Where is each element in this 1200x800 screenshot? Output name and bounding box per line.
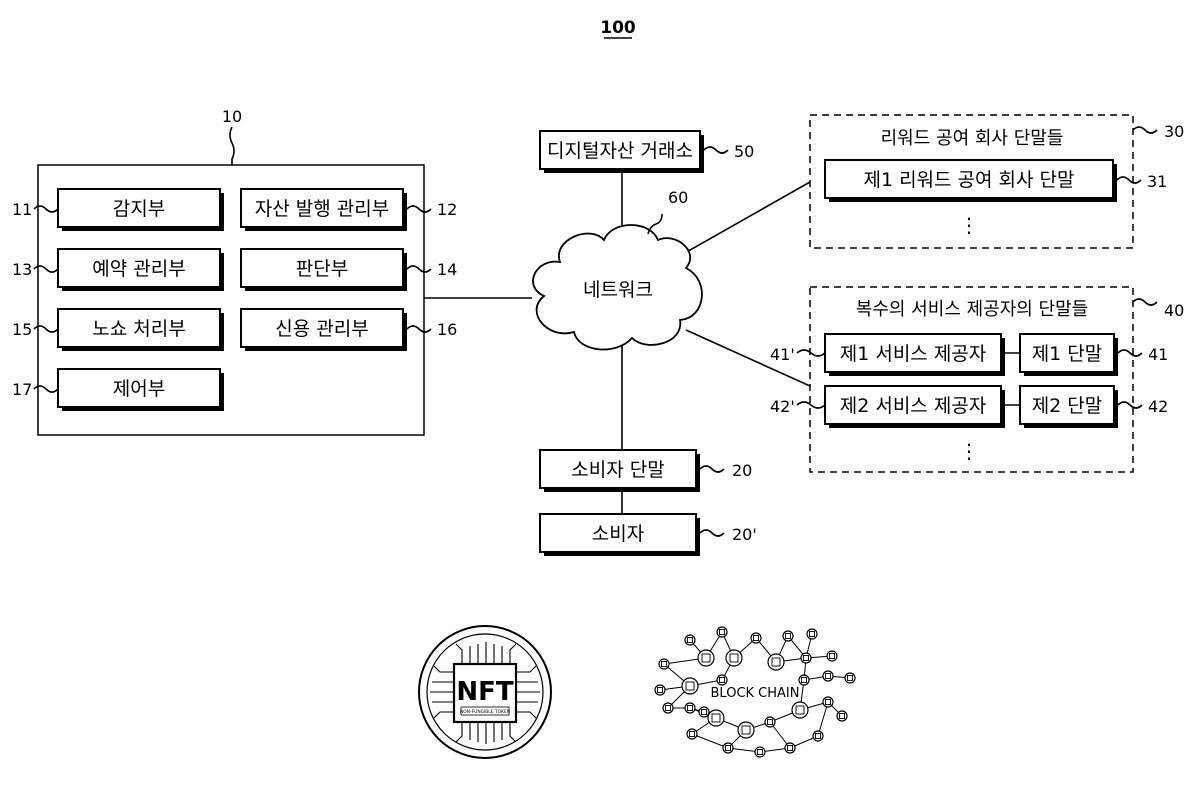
blockchain-node-icon [699,707,709,717]
exchange-block: 디지털자산 거래소 50 [540,131,754,173]
blockchain-node-icon [659,659,669,669]
exchange-label: 디지털자산 거래소 [547,140,693,162]
module-ref: 14 [437,260,457,279]
blockchain-node-icon [698,650,714,666]
module-ref: 15 [12,320,32,339]
reward-terminal-label: 제1 리워드 공여 회사 단말 [863,169,1074,191]
consumer-terminal-block: 소비자 단말 20 [540,450,752,492]
consumer-ref: 20' [732,525,757,544]
consumer-terminal-label: 소비자 단말 [571,459,664,481]
module-noshow: 노쇼 처리부 [58,309,224,351]
blockchain-node-icon [685,635,695,645]
provider-1-ref: 41' [770,345,795,364]
consumer-label: 소비자 [592,523,644,545]
provider-group: 복수의 서비스 제공자의 단말들 40 제1 서비스 제공자 제1 단말 41'… [770,287,1184,472]
blockchain-node-icon [783,631,793,641]
blockchain-node-icon [827,651,837,661]
reward-terminal-ref: 31 [1147,172,1167,191]
module-label: 제어부 [113,378,165,400]
module-ref: 16 [437,320,457,339]
system-ref-leader [230,127,234,165]
terminal-1-label: 제1 단말 [1032,343,1103,365]
blockchain-node-icon [685,703,695,713]
module-asset-issuance: 자산 발행 관리부 [241,189,407,231]
blockchain-node-icon [801,653,811,663]
blockchain-node-icon [785,743,795,753]
blockchain-node-icon [663,703,673,713]
module-label: 신용 관리부 [275,318,368,340]
module-judgment: 판단부 [241,249,407,291]
provider-1-label: 제1 서비스 제공자 [840,343,987,365]
blockchain-node-icon [823,697,833,707]
blockchain-node-icon [799,675,809,685]
nft-small-text: NON-FUNGIBLE TOKEN [460,709,510,715]
module-reservation: 예약 관리부 [58,249,224,291]
network-label: 네트워크 [583,279,653,301]
module-label: 예약 관리부 [92,258,185,280]
blockchain-node-icon [655,685,665,695]
module-sensing: 감지부 [58,189,224,231]
blockchain-node-icon [837,711,847,721]
module-ref: 13 [12,260,32,279]
blockchain-graphic: BLOCK CHAIN [655,627,855,757]
module-label: 감지부 [113,198,165,220]
terminal-1-ref: 41 [1148,345,1168,364]
system-ref: 10 [222,107,242,126]
blockchain-node-icon [726,650,742,666]
nft-badge: NFT NON-FUNGIBLE TOKEN [419,626,551,758]
reward-group-title: 리워드 공여 회사 단말들 [881,128,1064,149]
blockchain-node-icon [823,671,833,681]
module-ref: 17 [12,380,32,399]
provider-group-title: 복수의 서비스 제공자의 단말들 [856,299,1088,320]
module-ref: 11 [12,200,32,219]
terminal-2-label: 제2 단말 [1032,395,1103,417]
blockchain-node-icon [765,717,775,727]
terminal-2-ref: 42 [1148,397,1168,416]
provider-2-label: 제2 서비스 제공자 [840,395,987,417]
blockchain-node-icon [768,654,784,670]
blockchain-node-icon [708,710,724,726]
blockchain-node-icon [813,731,823,741]
module-control: 제어부 [58,369,224,411]
blockchain-node-icon [845,673,855,683]
provider-2-ref: 42' [770,397,795,416]
blockchain-node-icon [792,702,808,718]
module-credit: 신용 관리부 [241,309,407,351]
network-cloud: 네트워크 60 [533,188,702,349]
module-label: 자산 발행 관리부 [255,198,389,220]
module-label: 노쇼 처리부 [92,318,185,340]
blockchain-node-icon [687,729,697,739]
blockchain-node-icon [723,743,733,753]
consumer-block: 소비자 20' [540,514,757,556]
exchange-ref: 50 [734,142,754,161]
blockchain-node-icon [738,722,754,738]
module-ref: 12 [437,200,457,219]
blockchain-node-icon [751,633,761,643]
nft-big-text: NFT [456,677,514,707]
blockchain-node-icon [717,675,727,685]
blockchain-node-icon [807,629,817,639]
figure-number: 100 [600,18,636,38]
module-label: 판단부 [296,258,348,280]
blockchain-link [692,734,728,748]
consumer-terminal-ref: 20 [732,461,752,480]
reward-group: 리워드 공여 회사 단말들 30 제1 리워드 공여 회사 단말 31 ⋮ [810,115,1184,248]
blockchain-node-icon [682,678,698,694]
blockchain-node-icon [755,747,765,757]
reward-ellipsis: ⋮ [959,213,979,237]
reward-group-ref: 30 [1164,122,1184,141]
system-block: 10 감지부 자산 발행 관리부 예약 관리부 판단부 노쇼 처리부 [12,107,457,435]
blockchain-node-icon [717,627,727,637]
provider-ellipsis: ⋮ [959,439,979,463]
network-ref: 60 [668,188,688,207]
blockchain-label: BLOCK CHAIN [711,686,800,701]
provider-group-ref: 40 [1164,301,1184,320]
